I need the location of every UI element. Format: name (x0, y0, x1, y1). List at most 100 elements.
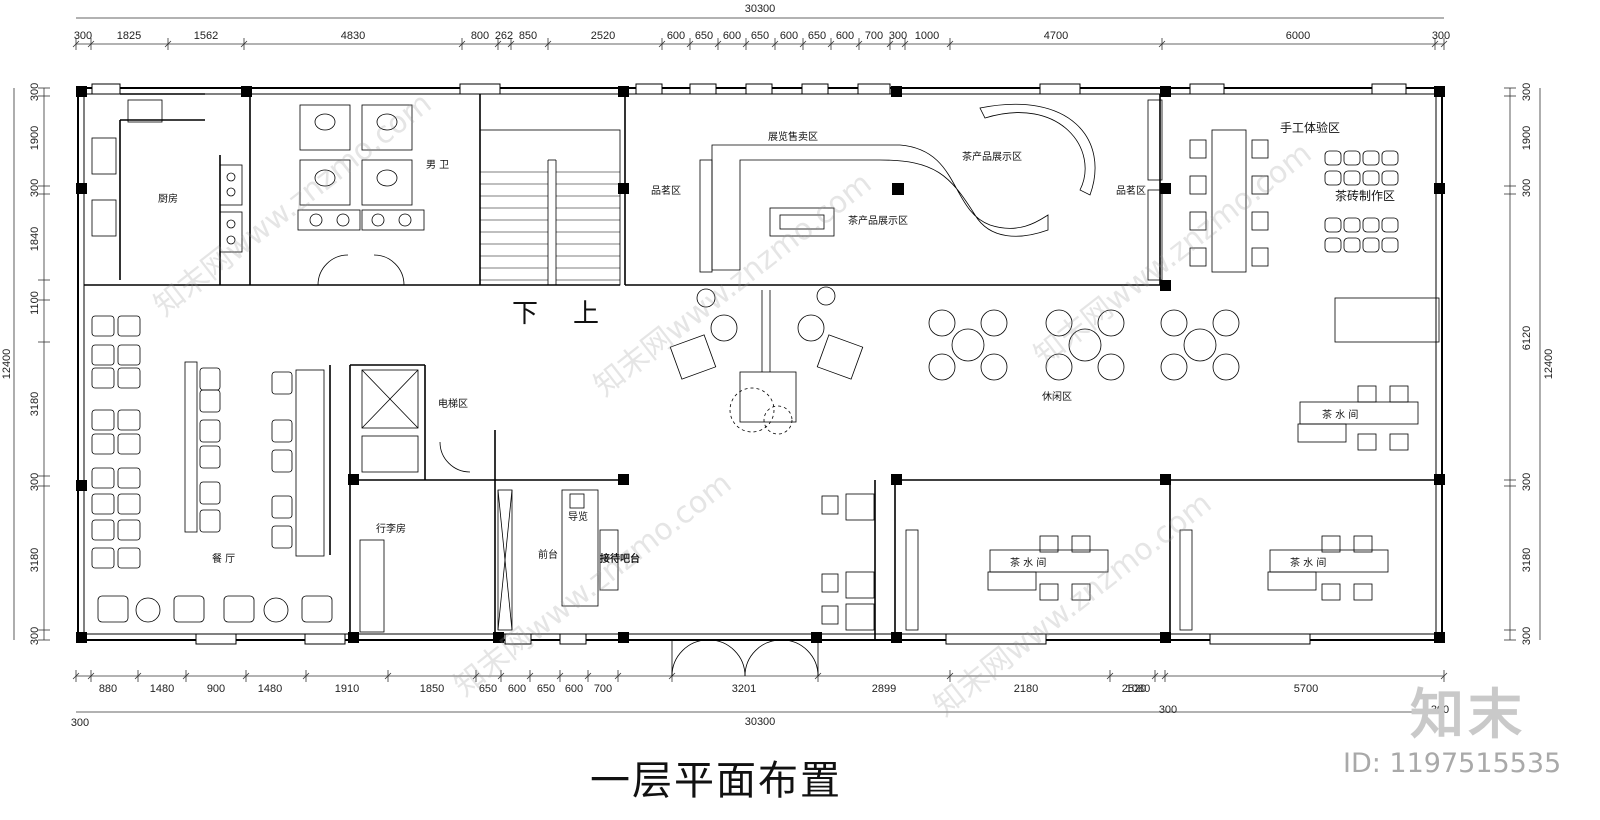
dining-chair (199, 445, 221, 469)
dim-tick-slash (87, 40, 95, 48)
dim-tick-slash (384, 672, 392, 680)
dim-top-label: 4700 (1044, 30, 1068, 42)
brick-seat (1362, 217, 1380, 233)
dining-chair (91, 547, 115, 569)
dim-tick-slash (302, 672, 310, 680)
dining-chair (271, 525, 293, 549)
dim-tick-slash (658, 40, 666, 48)
dim-left-total: 12400 (1, 349, 13, 380)
dining-tables (135, 361, 325, 623)
dim-left-label: 1100 (29, 291, 41, 315)
dim-top-label: 262 (495, 30, 513, 42)
dim-tick-slash (164, 40, 172, 48)
dim-top-label: 4830 (341, 30, 365, 42)
dim-top-label: 300 (74, 30, 92, 42)
column (1160, 183, 1171, 194)
dim-tick-slash (946, 672, 954, 680)
tasting-label-left: 品茗区 (651, 185, 681, 197)
tea-brick-seating (1324, 150, 1399, 253)
lounge-chair (1212, 309, 1240, 337)
staircase (479, 129, 621, 286)
dining-chair (117, 344, 141, 366)
lounge-chair (980, 309, 1008, 337)
dim-tick-slash (544, 40, 552, 48)
tasting-label-right: 品茗区 (1116, 185, 1146, 197)
dining-label: 餐 厅 (212, 552, 235, 565)
tea-product-label-a: 茶产品展示区 (962, 150, 1022, 163)
brick-seat (1343, 150, 1361, 166)
column (76, 480, 87, 491)
kitchen-label: 厨房 (158, 192, 178, 205)
column (811, 632, 822, 643)
dining-chair (117, 315, 141, 337)
brick-seat (1343, 237, 1361, 253)
dim-tick-slash (494, 40, 502, 48)
dining-armchair (97, 595, 129, 623)
dim-top-label: 300 (1432, 30, 1450, 42)
column (1434, 183, 1445, 194)
column (241, 86, 252, 97)
dim-tick-slash (771, 40, 779, 48)
dining-chair (271, 449, 293, 473)
brick-seat (1324, 217, 1342, 233)
dim-top-label: 650 (695, 30, 713, 42)
dim-tick-slash (458, 40, 466, 48)
dining-chair (199, 389, 221, 413)
exhibit-counters (699, 99, 1163, 281)
lounge-table (1068, 328, 1102, 362)
dim-tick-slash (827, 40, 835, 48)
dim-tick-slash (242, 672, 250, 680)
dining-chair (91, 467, 115, 489)
dim-tick-slash (1158, 40, 1166, 48)
tea-room-furniture (905, 385, 1419, 631)
dim-top-label: 6000 (1286, 30, 1310, 42)
dim-bottom-label: 600 (565, 683, 583, 695)
dim-top-label: 600 (836, 30, 854, 42)
dim-left-label: 300 (29, 473, 41, 491)
dim-top-label: 650 (751, 30, 769, 42)
dim-left-label: 3180 (29, 548, 41, 572)
image-id: ID: 1197515535 (1343, 748, 1562, 779)
dining-armchair (301, 595, 333, 623)
dim-right-label: 6120 (1521, 326, 1533, 350)
central-feature (669, 286, 864, 435)
dim-bottom-label: 1910 (335, 683, 359, 695)
dim-tick-slash (556, 672, 564, 680)
dim-top-label: 600 (780, 30, 798, 42)
brick-seat (1381, 150, 1399, 166)
column (891, 632, 902, 643)
brick-seat (1324, 150, 1342, 166)
dim-tick-slash (134, 672, 142, 680)
dim-total-bottom: 30300 (745, 716, 776, 728)
display-column-marker (892, 183, 904, 195)
main-entrance (671, 639, 819, 677)
dim-right-label: 300 (1521, 83, 1533, 101)
dim-tick-slash (742, 40, 750, 48)
dim-right-label: 300 (1521, 179, 1533, 197)
lounge-chair (1045, 353, 1073, 381)
dim-bottom-extra-1: 300 (71, 717, 89, 729)
stair-down-label: 下 (512, 299, 538, 329)
tea-room-label-b: 茶 水 间 (1010, 556, 1046, 569)
dim-tick-slash (182, 672, 190, 680)
dining-chair (117, 367, 141, 389)
dim-bottom-label: 1480 (258, 683, 282, 695)
brick-seat (1381, 237, 1399, 253)
lounge-chair (928, 309, 956, 337)
lounge-chair (1045, 309, 1073, 337)
dim-top-label: 850 (519, 30, 537, 42)
dining-chair (271, 419, 293, 443)
brick-seat (1381, 217, 1399, 233)
tea-room-label-c: 茶 水 间 (1290, 556, 1326, 569)
top-dimension-ticks (72, 38, 1448, 50)
guide-label: 导览 (568, 510, 588, 523)
lounge-table (951, 328, 985, 362)
dim-bottom-extra-3: 300 (1431, 704, 1449, 716)
handcraft-furniture (1189, 129, 1440, 343)
dining-chair (117, 467, 141, 489)
dim-top-label: 2520 (591, 30, 615, 42)
brand-logo: 知末 (1410, 683, 1526, 746)
dim-top-label: 600 (667, 30, 685, 42)
